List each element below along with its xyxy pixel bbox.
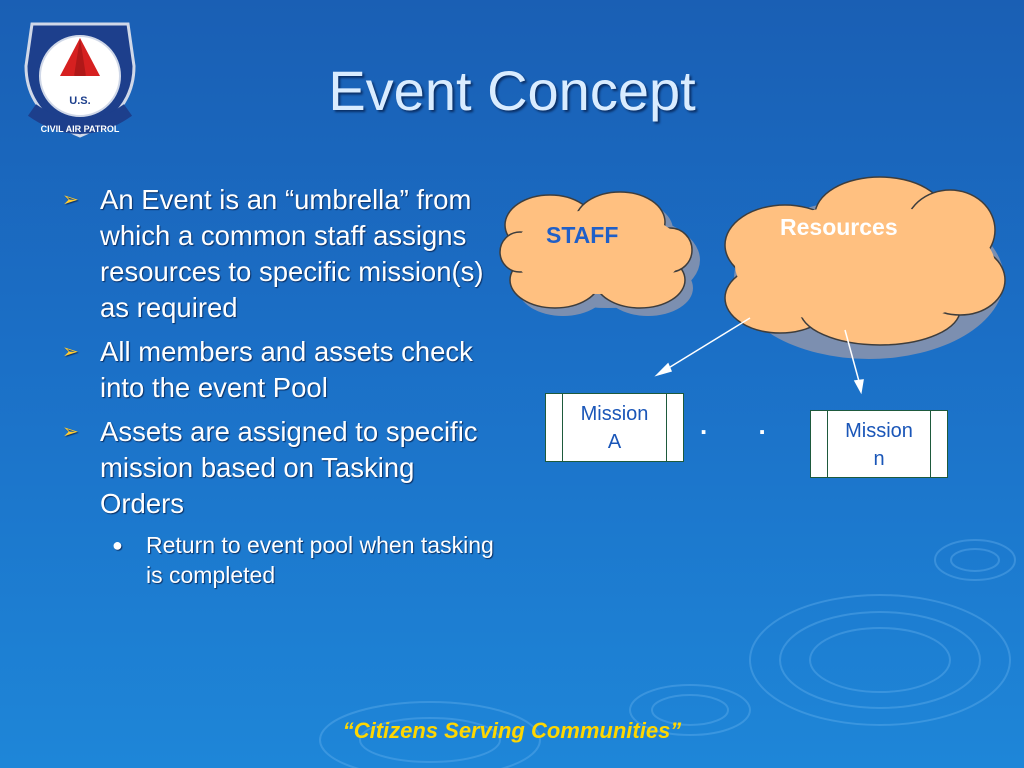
arrows	[654, 317, 864, 395]
arrow-bullet-icon: ➢	[62, 341, 79, 363]
civil-air-patrol-logo: U.S. CIVIL AIR PATROL	[24, 22, 136, 138]
footer-slogan: “Citizens Serving Communities”	[342, 718, 682, 743]
mission-n-box: Mission n	[810, 410, 948, 478]
mission-a-right-edge	[666, 394, 683, 461]
mission-a-line2: A	[607, 431, 622, 453]
mission-n-line1: Mission	[845, 420, 913, 442]
staff-label: STAFF	[546, 222, 619, 248]
mission-n-left-edge	[811, 411, 828, 477]
bullet-item: ➢ Assets are assigned to specific missio…	[62, 414, 502, 522]
bullet-item: ➢ All members and assets check into the …	[62, 334, 502, 406]
logo-ring-text: CIVIL AIR PATROL	[41, 124, 120, 134]
mission-a-box: Mission A	[545, 393, 684, 462]
arrow-bullet-icon: ➢	[62, 421, 79, 443]
ellipsis: . . .	[700, 410, 847, 440]
arrow-bullet-icon: ➢	[62, 189, 79, 211]
slide-title: Event Concept	[328, 59, 696, 122]
sub-bullet-item: ● Return to event pool when tasking is c…	[112, 530, 502, 590]
bullet-text: An Event is an “umbrella” from which a c…	[100, 184, 484, 323]
logo-us-text: U.S.	[69, 95, 90, 107]
bullet-text: All members and assets check into the ev…	[100, 336, 473, 403]
mission-n-label: Mission n	[828, 411, 930, 477]
resources-label: Resources	[780, 214, 898, 240]
mission-n-right-edge	[930, 411, 947, 477]
mission-n-line2: n	[873, 448, 885, 470]
mission-a-line1: Mission	[580, 403, 649, 425]
dot-bullet-icon: ●	[112, 535, 123, 555]
mission-a-label: Mission A	[563, 394, 666, 461]
sub-bullet-text: Return to event pool when tasking is com…	[146, 532, 494, 588]
bullet-text: Assets are assigned to specific mission …	[100, 416, 478, 519]
bullet-list: ➢ An Event is an “umbrella” from which a…	[62, 182, 502, 590]
bullet-item: ➢ An Event is an “umbrella” from which a…	[62, 182, 502, 326]
mission-a-left-edge	[546, 394, 563, 461]
